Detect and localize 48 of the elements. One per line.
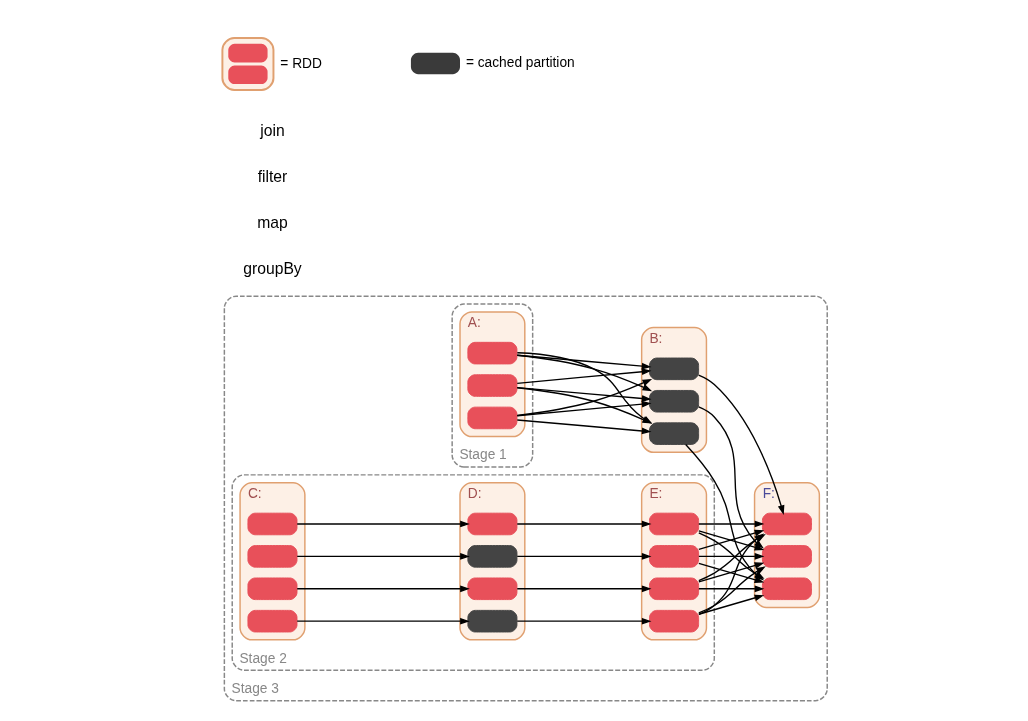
node-box — [246, 545, 297, 568]
arrow — [697, 585, 764, 593]
arrow — [516, 585, 651, 593]
node-box — [246, 512, 297, 536]
node-box — [761, 577, 812, 601]
node-box — [466, 545, 517, 568]
node-box — [761, 545, 812, 568]
node-box — [246, 609, 297, 633]
label: filter — [257, 168, 287, 186]
arrow — [296, 520, 470, 528]
arrow — [296, 585, 470, 593]
node-box — [648, 422, 699, 445]
arrow — [516, 520, 651, 528]
node-box — [648, 545, 699, 568]
arrow — [516, 378, 652, 417]
arrow — [697, 520, 764, 528]
label: map — [256, 214, 288, 232]
arrow — [516, 419, 651, 435]
node-box — [648, 512, 699, 536]
label: groupBy — [242, 260, 302, 278]
node-box — [466, 512, 517, 536]
cluster: A: — [458, 311, 526, 438]
node-box — [466, 341, 517, 365]
arrow — [516, 354, 652, 392]
arrow — [296, 553, 470, 560]
arrow — [516, 387, 652, 424]
arrow — [516, 553, 651, 560]
node-box — [648, 389, 699, 413]
node-box — [466, 374, 517, 397]
cluster: C: — [238, 482, 306, 641]
arrow — [516, 368, 651, 384]
arrow — [296, 617, 470, 625]
arrow — [697, 553, 764, 560]
arrow — [516, 352, 652, 424]
node-box — [466, 577, 517, 601]
arrow — [516, 354, 651, 370]
node-box — [761, 512, 812, 536]
node-box — [648, 357, 699, 381]
arrow — [516, 617, 651, 625]
legend-label: = cached partition — [465, 55, 575, 71]
node-box — [246, 577, 297, 601]
node-box — [466, 609, 517, 633]
node-box — [648, 609, 699, 633]
arrow — [697, 374, 784, 515]
legend-label: = RDD — [279, 55, 322, 71]
label: join — [259, 121, 285, 139]
node-box — [466, 406, 517, 430]
node-box — [648, 577, 699, 601]
